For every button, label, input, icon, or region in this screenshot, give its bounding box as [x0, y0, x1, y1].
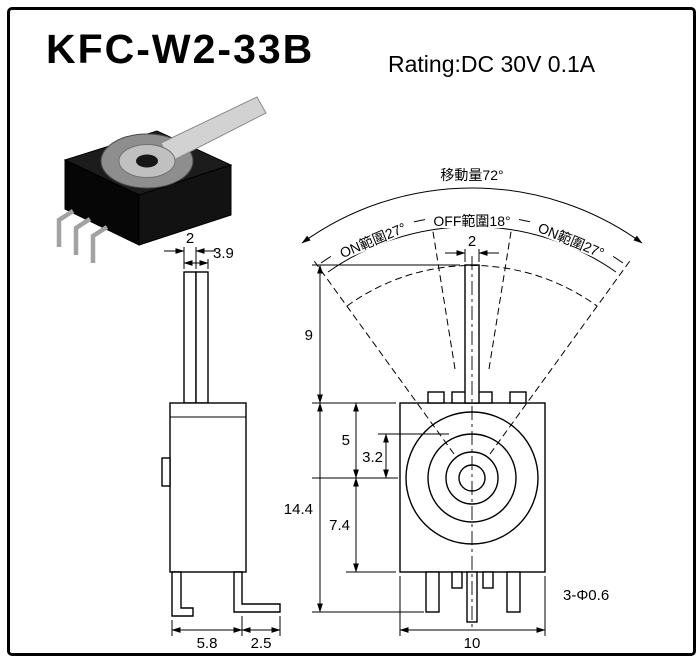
- side-dim-2-label: 2: [186, 230, 194, 247]
- dim-7-4-label: 7.4: [329, 517, 350, 534]
- page-title: KFC-W2-33B: [46, 26, 315, 72]
- front-top-tab-right: [509, 391, 527, 404]
- lever-arm: [160, 96, 267, 163]
- dim-5-label: 5: [342, 432, 350, 449]
- side-bracket: [171, 571, 194, 617]
- side-dim-2-5-label: 2.5: [251, 635, 272, 652]
- on-range-left-label: ON範圍27°: [337, 219, 408, 261]
- dim-3-2-label: 3.2: [362, 449, 383, 466]
- product-photo: [56, 96, 267, 263]
- side-dim-3-9-label: 3.9: [213, 245, 234, 262]
- rating-label: Rating:DC 30V 0.1A: [388, 51, 596, 77]
- front-dim-2-label: 2: [468, 233, 476, 250]
- left-dims: 9 14.4 5 7.4 3.2: [284, 264, 460, 613]
- off-range: OFF範圍18°: [425, 212, 519, 229]
- front-view: 移動量72° ON範圍27° OFF範圍18° ON範圍27° 2: [284, 167, 643, 652]
- side-bump: [161, 457, 171, 487]
- switch-body-right: [138, 164, 232, 246]
- on-range-right-label: ON範圍27°: [536, 219, 607, 261]
- side-body: [169, 402, 247, 573]
- bottom-dims: 10 3-Φ0.6: [399, 576, 609, 652]
- pin-diameter-label: 3-Φ0.6: [563, 587, 609, 604]
- side-pin: [233, 571, 281, 613]
- page-border: [7, 7, 696, 656]
- side-view: 2 3.9 5.8 2.5: [161, 230, 281, 652]
- lever-tip-arc: [346, 264, 598, 307]
- dim-14-4-label: 14.4: [284, 501, 313, 518]
- rotor-hub: [136, 154, 158, 168]
- on-range-left: ON範圍27°: [327, 214, 418, 264]
- dim-9-label: 9: [305, 327, 313, 344]
- front-body: [399, 402, 546, 573]
- on-range-right: ON範圍27°: [526, 214, 617, 264]
- terminal-pins: [56, 209, 109, 263]
- travel-angle-label: 移動量72°: [440, 167, 503, 183]
- front-dim-2: 2: [445, 233, 499, 262]
- off-range-label: OFF範圍18°: [433, 213, 510, 229]
- side-lever-front: [183, 271, 197, 404]
- front-pins: [425, 571, 521, 623]
- travel-dim-arc: [301, 187, 643, 244]
- front-top-tab-left: [427, 391, 445, 404]
- side-lever-rear: [195, 271, 209, 404]
- dim-10-label: 10: [464, 635, 481, 652]
- side-dim-3-9: 3.9: [183, 245, 234, 269]
- side-bottom-dims: 5.8 2.5: [171, 616, 281, 652]
- side-dim-5-8-label: 5.8: [197, 635, 218, 652]
